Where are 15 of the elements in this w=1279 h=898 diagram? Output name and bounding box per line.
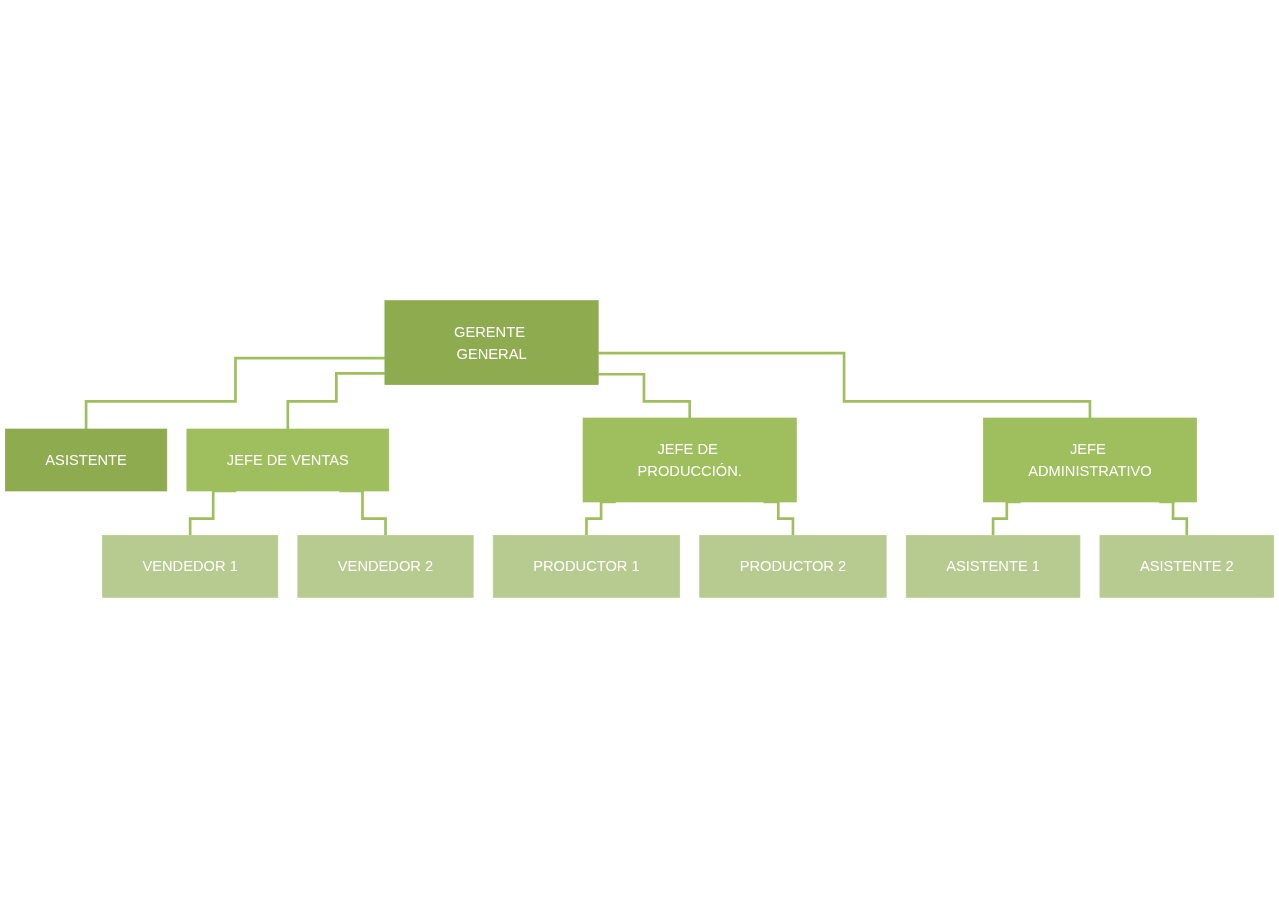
node-box: PRODUCTOR 1: [492, 535, 681, 598]
node-box: PRODUCTOR 2: [699, 535, 887, 598]
node-box: VENDEDOR 1: [102, 535, 279, 598]
node-box: JEFE DE PRODUCCIÓN.: [582, 417, 797, 503]
connector: [598, 351, 1092, 420]
connector: [286, 372, 385, 431]
connector: [598, 372, 692, 420]
node-box: ASISTENTE 2: [1099, 535, 1274, 598]
node-box: ASISTENTE: [5, 428, 168, 492]
node-box: GERENTE GENERAL: [384, 300, 599, 385]
node-box: JEFE DE VENTAS: [186, 428, 390, 492]
connector: [84, 356, 385, 431]
node-box: JEFE ADMINISTRATIVO: [982, 417, 1197, 503]
node-box: VENDEDOR 2: [297, 535, 474, 598]
node-box: ASISTENTE 1: [905, 535, 1081, 598]
